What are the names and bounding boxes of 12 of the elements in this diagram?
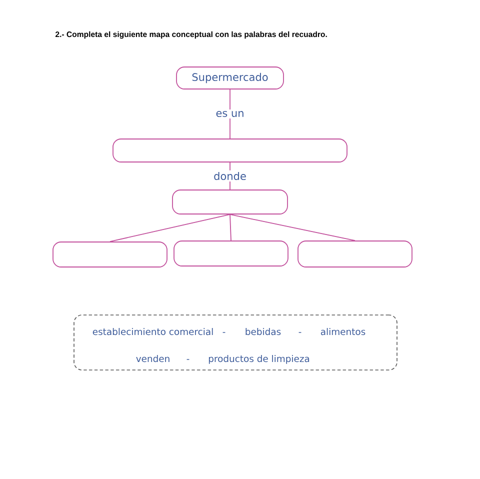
answer-box bbox=[174, 240, 288, 266]
word-bank-box: establecimiento comercial - bebidas - alimentos venden - productos de limpieza bbox=[74, 314, 398, 370]
answer-box bbox=[112, 138, 348, 162]
linking-word: es un bbox=[214, 109, 246, 119]
connector-line bbox=[230, 214, 356, 241]
answer-box bbox=[298, 240, 412, 268]
connector-line bbox=[110, 214, 230, 242]
linking-word: donde bbox=[212, 170, 248, 182]
answer-box bbox=[52, 242, 168, 268]
concept-box: Supermercado bbox=[176, 66, 284, 90]
connector-line bbox=[230, 214, 232, 241]
answer-box bbox=[172, 190, 288, 214]
